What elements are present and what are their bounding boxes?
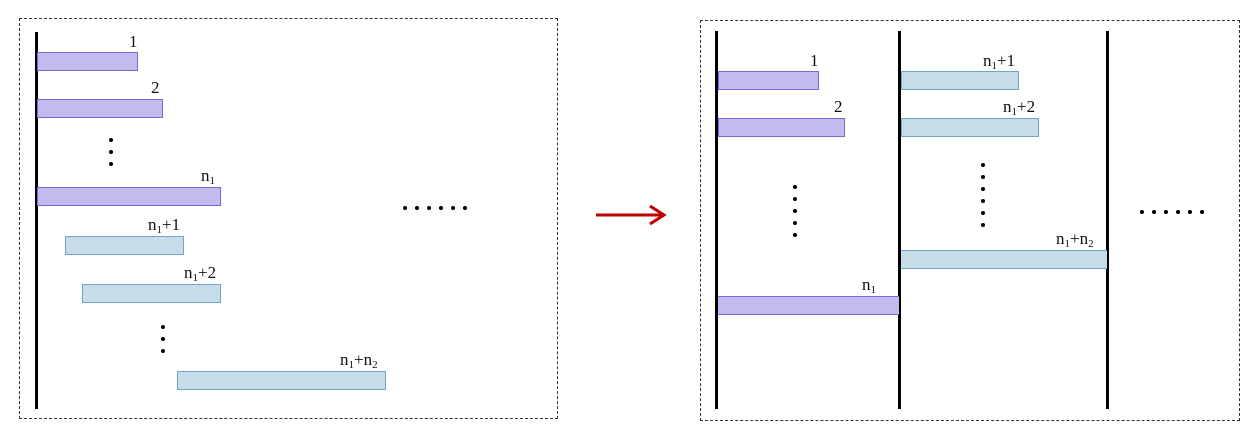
- label-n1-plus-1: n1+1: [148, 215, 181, 236]
- label-n1-plus-2: n1+2: [184, 263, 217, 284]
- col1-label-n1: n1: [862, 275, 876, 296]
- col2-label-n1-plus-1: n1+1: [983, 51, 1016, 72]
- right-axis-2: [898, 31, 901, 409]
- col2-bar-n1-plus-1: [901, 71, 1019, 90]
- left-axis: [35, 32, 38, 409]
- col2-bar-n1-plus-2: [901, 118, 1039, 137]
- col1-bar-2: [718, 118, 845, 137]
- bar-n1-plus-n2: [177, 371, 386, 390]
- right-axis-1: [715, 31, 718, 409]
- transform-arrow-icon: [596, 204, 667, 226]
- col2-label-n1-plus-n2: n1+n2: [1056, 229, 1094, 250]
- bar-n1: [37, 187, 221, 206]
- col1-label-1: 1: [810, 51, 819, 70]
- label-1: 1: [129, 32, 138, 51]
- col1-label-2: 2: [834, 97, 843, 116]
- right-axis-3: [1106, 31, 1109, 409]
- label-2: 2: [151, 78, 160, 97]
- label-n1-plus-n2: n1+n2: [340, 350, 378, 371]
- col2-bar-n1-plus-n2: [901, 250, 1107, 269]
- bar-1: [37, 52, 138, 71]
- bar-2: [37, 99, 163, 118]
- right-panel-frame: [700, 20, 1240, 421]
- bar-n1-plus-1: [65, 236, 184, 255]
- col1-bar-n1: [718, 296, 899, 315]
- col1-bar-1: [718, 71, 819, 90]
- left-panel-frame: [19, 18, 558, 419]
- col2-label-n1-plus-2: n1+2: [1003, 97, 1036, 118]
- bar-n1-plus-2: [82, 284, 221, 303]
- label-n1: n1: [201, 166, 215, 187]
